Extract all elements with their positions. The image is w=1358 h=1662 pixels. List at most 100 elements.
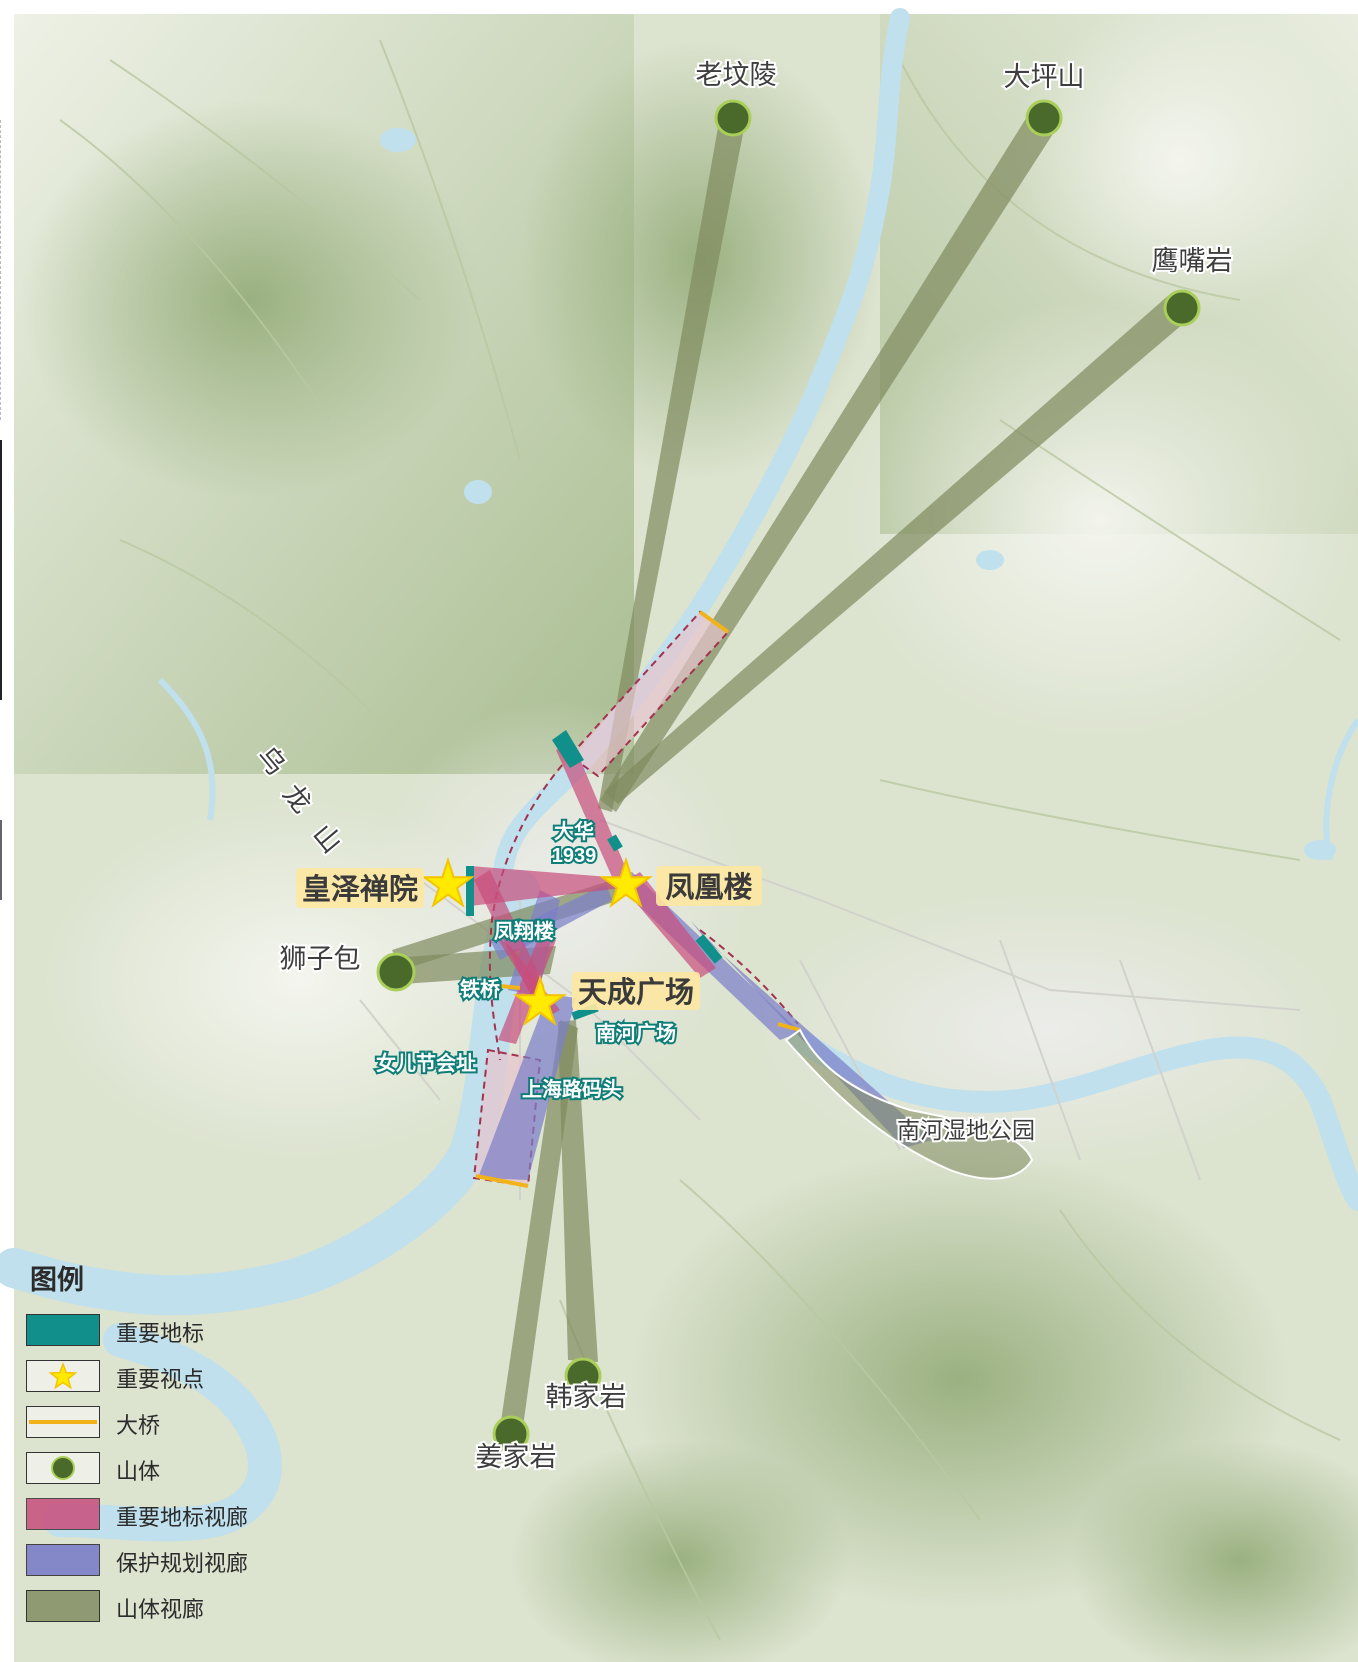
frame-tick	[0, 820, 2, 900]
label-shanghai: 上海路码头	[522, 1077, 622, 1101]
label-bg-tiancheng	[572, 972, 700, 1010]
lake	[464, 480, 492, 504]
viewpoint-label-bgs	[296, 866, 762, 1010]
terrain-dark-patch	[1070, 1440, 1358, 1662]
mountain-labels: 老坟陵 大坪山 鹰嘴岩 狮子包 韩家岩 姜家岩 乌 龙 山 南河湿地公园	[249, 58, 1234, 1474]
landmark-dahua-north	[552, 730, 584, 768]
terrain-light-patch	[1010, 0, 1350, 320]
terrain-light-patch	[840, 300, 1358, 740]
legend-item-mountain: 山体	[26, 1452, 326, 1488]
landmark-swatch	[26, 1314, 100, 1346]
label-yingzuiyan: 鹰嘴岩	[1152, 246, 1233, 276]
label-bg-fenghuang	[656, 866, 762, 906]
lake	[380, 128, 416, 152]
terrain-dark-patch	[20, 100, 480, 500]
landmark-dahua	[607, 834, 623, 852]
landmark-riverside	[695, 934, 723, 964]
star-fenghuang	[599, 856, 653, 908]
label-wetland: 南河湿地公园	[897, 1117, 1035, 1143]
rivers	[0, 8, 1358, 1542]
landmark-corridor-west	[474, 870, 544, 994]
landmark-corridor-north	[556, 740, 630, 886]
mountain-laofenling	[714, 99, 752, 137]
bridge-corridor-north	[568, 610, 730, 778]
star-icon	[26, 1360, 100, 1392]
legend-item-planning-corridor: 保护规划视廊	[26, 1544, 326, 1580]
label-dahua-1: 大华	[554, 819, 594, 843]
mountain-yingzuiyan	[1163, 289, 1201, 327]
terrain-dark-patch	[510, 1440, 850, 1662]
frame-tick	[0, 120, 3, 420]
legend-item-bridge: 大桥	[26, 1406, 326, 1442]
legend-item-label: 重要地标	[116, 1322, 205, 1347]
legend-item-mountain-corridor: 山体视廊	[26, 1590, 326, 1626]
label-shizibao: 狮子包	[280, 944, 361, 974]
legend-item-landmark-corridor: 重要地标视廊	[26, 1498, 326, 1534]
legend-title: 图例	[30, 1265, 84, 1296]
label-laofenling: 老坟陵	[696, 60, 777, 90]
mountain-jiangjiayan	[492, 1415, 530, 1453]
legend-item-label: 山体	[116, 1460, 161, 1485]
landmark-corridor-southeast	[620, 872, 716, 978]
mountain-corridor-jiangjiayan	[500, 1020, 578, 1434]
legend-item-label: 山体视廊	[116, 1598, 205, 1623]
landmark-huangze-temple	[466, 866, 474, 916]
legend-item-viewpoint: 重要视点	[26, 1360, 326, 1396]
star-tiancheng	[513, 974, 567, 1026]
label-fengxiang: 凤翔楼	[494, 919, 554, 943]
label-nver: 女儿节会址	[376, 1051, 476, 1075]
label-tiancheng: 天成广场	[578, 976, 694, 1009]
landmark-labels: 大华 1939 凤翔楼 铁桥 南河广场 女儿节会址 上海路码头	[374, 817, 678, 1103]
legend-item-landmark: 重要地标	[26, 1314, 326, 1350]
label-dahua-2: 1939	[552, 845, 597, 867]
mountain-dot-icon	[26, 1452, 100, 1484]
star-huangze	[421, 856, 475, 908]
label-fenghuang: 凤凰楼	[665, 871, 752, 904]
mountain-corridor-laofenling	[598, 116, 746, 812]
landmark-corridor-fengxiang	[498, 934, 556, 1044]
label-jiangjiayan: 姜家岩	[476, 1442, 557, 1472]
planning-corridor-south	[478, 994, 576, 1180]
nanhe-boundary	[699, 929, 799, 1025]
bridge-tieqiao	[499, 984, 521, 990]
mountain-dapingshan	[1025, 99, 1063, 137]
viewpoint-stars	[421, 856, 653, 1026]
landmark-corridor-swatch	[26, 1498, 100, 1530]
bridge-nanhe	[777, 1022, 801, 1032]
label-nanhe-square: 南河广场	[596, 1021, 676, 1045]
wetland-park	[784, 1028, 1034, 1180]
bridge-north	[698, 610, 730, 634]
mountain-corridor-hanjiayan	[558, 1020, 598, 1362]
lake	[1304, 840, 1336, 860]
planning-corridor-swatch	[26, 1544, 100, 1576]
jialing-river-mid	[0, 870, 540, 1316]
mountain-corridor-swatch	[26, 1590, 100, 1622]
label-tieqiao: 铁桥	[460, 977, 501, 1001]
mountain-shizibao	[376, 952, 416, 992]
legend-item-label: 大桥	[116, 1414, 161, 1439]
lake	[976, 550, 1004, 570]
label-hanjiayan: 韩家岩	[546, 1382, 627, 1412]
bridge-line-icon	[26, 1406, 100, 1438]
mountain-hanjiayan	[564, 1357, 602, 1395]
label-huangze: 皇泽禅院	[302, 872, 418, 906]
legend-item-label: 重要视点	[116, 1368, 205, 1393]
landmark-corridor-huangze	[470, 866, 622, 906]
old-town-boundary	[488, 755, 571, 1061]
legend-item-label: 保护规划视廊	[116, 1552, 249, 1577]
label-dapingshan: 大坪山	[1004, 62, 1085, 92]
legend-item-label: 重要地标视廊	[116, 1506, 249, 1531]
bridges	[475, 610, 801, 1188]
mountain-corridor-yingzuiyan	[604, 294, 1190, 804]
viewpoint-labels: 皇泽禅院 凤凰楼 天成广场	[302, 871, 753, 1009]
nanhe-river	[789, 1029, 1358, 1211]
urban-area	[750, 890, 1350, 1170]
jialing-river-south	[43, 1323, 282, 1542]
bridge-south	[475, 1174, 529, 1188]
ridge-lines	[59, 39, 1341, 1641]
label-bg-huangze	[296, 868, 424, 908]
jialing-river	[491, 8, 910, 955]
frame-tick	[0, 440, 2, 700]
